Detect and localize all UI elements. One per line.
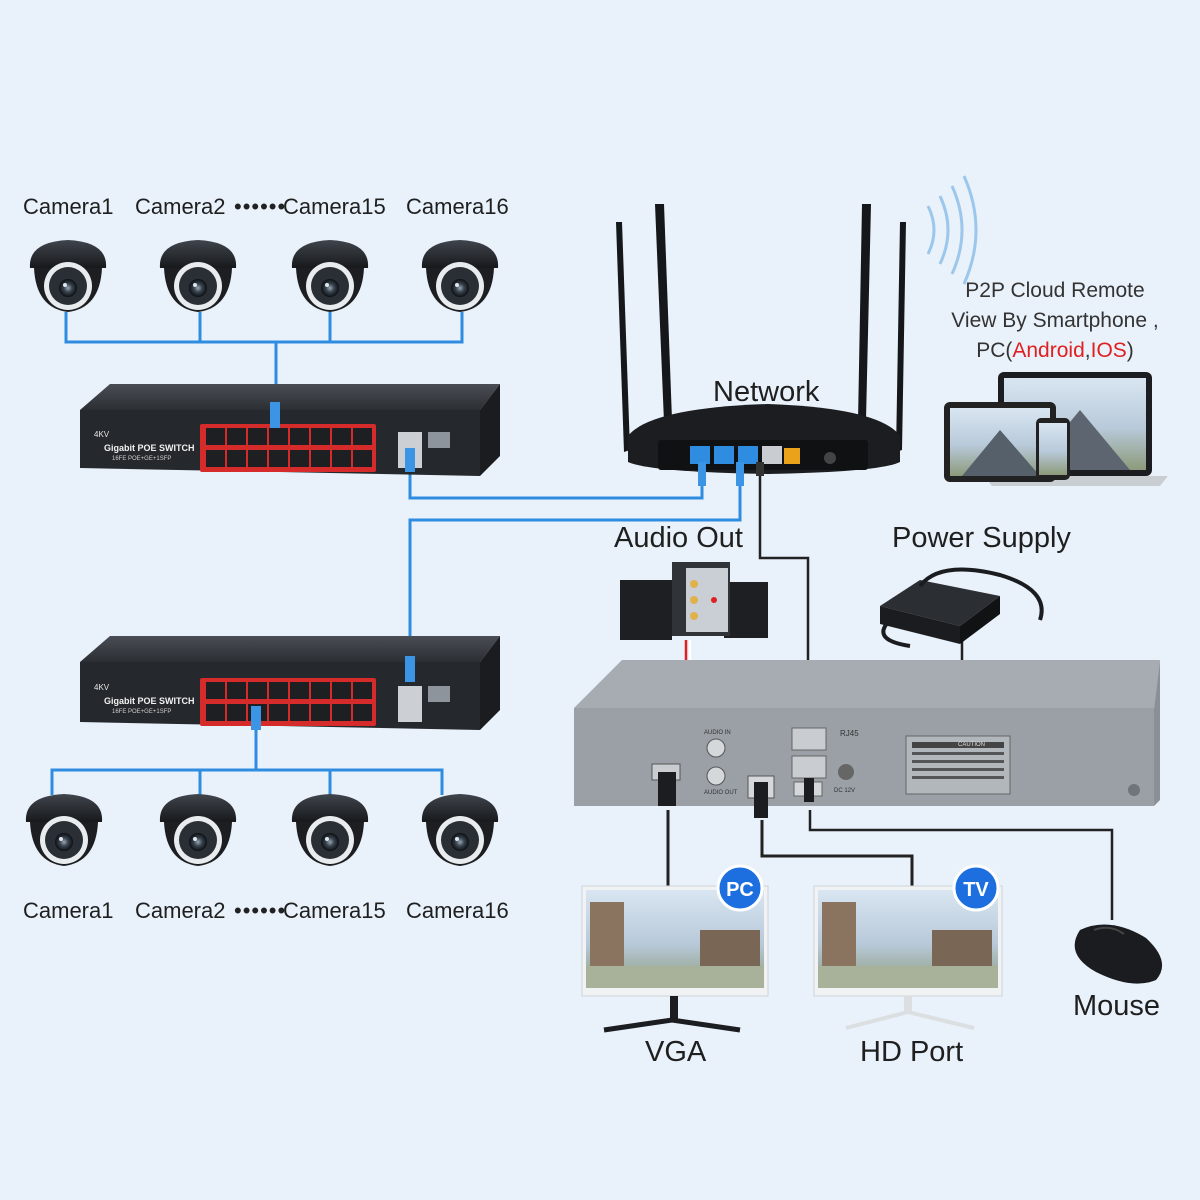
p2p-close-paren: ) — [1126, 339, 1134, 362]
cable-switch2-to-router — [408, 484, 742, 660]
cable-router-to-nvr — [758, 470, 810, 730]
cable-bottom-cameras-bus — [50, 768, 444, 795]
camera-label: Camera2 — [135, 898, 226, 923]
speaker-system — [620, 562, 768, 640]
svg-text:Gigabit POE SWITCH: Gigabit POE SWITCH — [104, 443, 195, 453]
svg-text:Gigabit POE SWITCH: Gigabit POE SWITCH — [104, 696, 195, 706]
p2p-ios-text: IOS — [1090, 339, 1127, 362]
svg-text:4KV: 4KV — [94, 683, 110, 692]
p2p-pc-text: PC( — [976, 339, 1013, 362]
ethernet-plug — [251, 706, 261, 730]
camera-label: Camera15 — [283, 194, 386, 219]
ethernet-plug — [405, 448, 415, 472]
nvr-recorder — [574, 660, 1160, 818]
hd-port-label: HD Port — [860, 1036, 964, 1068]
wifi-signal-icon — [926, 175, 978, 285]
p2p-description: P2P Cloud Remote View By Smartphone , PC… — [930, 276, 1180, 366]
ellipsis: •••••• — [234, 898, 287, 923]
bottom-camera-row — [25, 794, 499, 866]
dome-camera — [421, 794, 499, 866]
ellipsis: •••••• — [234, 194, 287, 219]
switch-ports — [206, 682, 372, 721]
cable-top-cameras-bus — [64, 312, 464, 344]
dome-camera — [159, 794, 237, 866]
cable-switch1-to-router — [408, 468, 704, 500]
svg-text:4KV: 4KV — [94, 430, 110, 439]
dome-camera — [421, 240, 499, 312]
power-supply-label: Power Supply — [892, 522, 1071, 554]
wifi-router — [616, 204, 906, 486]
audio-out-label: Audio Out — [614, 522, 743, 554]
cable-hdmi — [760, 820, 914, 886]
network-label: Network — [713, 376, 820, 408]
p2p-android-text: Android — [1012, 339, 1085, 362]
p2p-line2: View By Smartphone , — [951, 309, 1159, 332]
svg-text:RJ45: RJ45 — [840, 729, 859, 738]
svg-text:PC: PC — [726, 879, 754, 901]
poe-switch-bottom — [80, 636, 500, 730]
mouse-label: Mouse — [1073, 990, 1161, 1022]
tv-monitor — [813, 885, 1003, 1030]
dome-camera — [291, 794, 369, 866]
p2p-separator: , — [1084, 339, 1091, 362]
pc-badge: PC — [716, 864, 764, 912]
dome-camera — [159, 240, 237, 312]
cable-mouse — [808, 810, 1114, 920]
ethernet-plug — [270, 402, 280, 428]
svg-text:AUDIO OUT: AUDIO OUT — [704, 790, 738, 796]
camera-label: Camera1 — [23, 898, 114, 923]
mouse-device — [1074, 924, 1163, 984]
tv-badge: TV — [952, 864, 1000, 912]
p2p-line1: P2P Cloud Remote — [965, 279, 1145, 302]
remote-devices-illustration — [944, 372, 1168, 486]
svg-text:AUDIO IN: AUDIO IN — [704, 730, 731, 736]
camera-label: Camera15 — [283, 898, 386, 923]
ethernet-plug — [405, 656, 415, 682]
p2p-line3: PC(Android,IOS) — [930, 336, 1180, 366]
poe-switch-top — [80, 384, 500, 476]
dome-camera — [291, 240, 369, 312]
vga-label: VGA — [645, 1036, 707, 1068]
dome-camera — [29, 240, 107, 312]
dome-camera — [25, 794, 103, 866]
svg-text:TV: TV — [963, 879, 989, 901]
camera-label: Camera1 — [23, 194, 114, 219]
svg-text:16FE POE+GE+1SFP: 16FE POE+GE+1SFP — [112, 709, 171, 715]
ethernet-cables — [50, 312, 742, 795]
camera-label: Camera2 — [135, 194, 226, 219]
switch-ports — [206, 428, 372, 467]
camera-label: Camera16 — [406, 898, 509, 923]
camera-label: Camera16 — [406, 194, 509, 219]
svg-text:DC 12V: DC 12V — [834, 788, 855, 794]
svg-text:16FE POE+GE+1SFP: 16FE POE+GE+1SFP — [112, 456, 171, 462]
top-camera-row — [29, 240, 499, 312]
svg-text:CAUTION: CAUTION — [958, 742, 985, 748]
power-adapter — [880, 567, 1044, 648]
